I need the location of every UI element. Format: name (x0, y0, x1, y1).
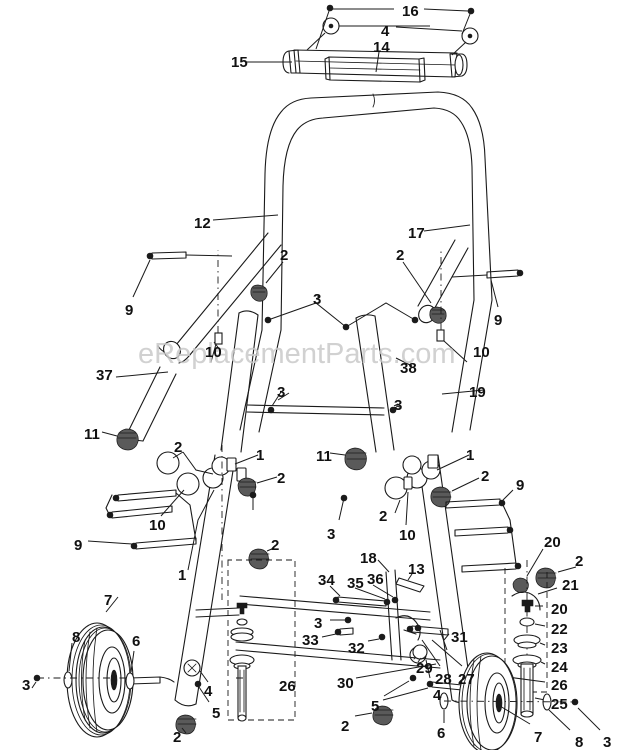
left-wheel-assembly (31, 622, 175, 738)
callout-number: 34 (318, 572, 335, 589)
callout-number: 8 (72, 629, 81, 646)
callout-number: 21 (562, 577, 579, 594)
callout-number: 3 (22, 677, 31, 694)
callout-number: 16 (402, 3, 419, 20)
callout-number: 2 (379, 508, 388, 525)
callout-number: 26 (551, 677, 568, 694)
callout-number: 33 (302, 632, 319, 649)
center-linkage (235, 559, 463, 701)
callout-number: 9 (516, 477, 525, 494)
callout-number: 4 (204, 683, 213, 700)
callout-number: 31 (451, 629, 468, 646)
callout-number: 2 (280, 247, 289, 264)
callout-number: 2 (277, 470, 286, 487)
callout-number: 5 (212, 705, 221, 722)
callout-number: 9 (74, 537, 83, 554)
callout-number: 1 (178, 567, 187, 584)
bolt-9-upper-left (132, 251, 233, 298)
left-diagonal-brace (157, 232, 282, 364)
callout-number: 11 (84, 426, 100, 443)
upper-handle-frame (212, 91, 493, 433)
callout-number: 17 (408, 225, 425, 242)
callout-number: 3 (277, 384, 286, 401)
clip-2-upper-left (250, 261, 284, 302)
callout-number: 27 (458, 671, 475, 688)
callout-number: 2 (271, 537, 280, 554)
callout-number: 4 (433, 687, 442, 704)
callout-number: 6 (132, 633, 141, 650)
callout-number: 19 (469, 384, 486, 401)
callout-number: 10 (149, 517, 166, 534)
callout-number: 3 (394, 397, 403, 414)
callout-number: 1 (466, 447, 475, 464)
callout-number: 2 (173, 729, 182, 746)
callout-number: 10 (473, 344, 490, 361)
callout-number: 2 (396, 247, 405, 264)
callout-number: 24 (551, 659, 568, 676)
callout-number: 2 (481, 468, 490, 485)
left-extension-tube-37 (101, 366, 177, 451)
callout-number: 6 (437, 725, 446, 742)
bolt-9-upper-right (451, 269, 524, 308)
callout-number: 20 (551, 601, 568, 618)
callout-number: 2 (174, 439, 183, 456)
callout-number: 2 (341, 718, 350, 735)
callout-number: 30 (337, 675, 354, 692)
callout-number: 20 (544, 534, 561, 551)
left-hub-cluster (87, 445, 296, 735)
callout-number: 18 (360, 550, 377, 567)
callout-number: 1 (256, 447, 265, 464)
center-panel (220, 296, 419, 453)
callout-number: 13 (408, 561, 425, 578)
callout-number: 28 (435, 671, 452, 688)
spacer-10-upper-left (210, 250, 223, 363)
handle-grip-assembly (247, 4, 479, 83)
callout-number: 22 (551, 621, 568, 638)
callout-number: 12 (194, 215, 211, 232)
callout-number: 3 (314, 615, 323, 632)
spacer-10-upper-right (436, 250, 468, 363)
callout-number: 9 (494, 312, 503, 329)
callout-number: 7 (534, 729, 543, 746)
clip-2-upper-right (402, 261, 447, 324)
callout-number: 3 (603, 734, 612, 751)
callout-number: 25 (551, 696, 568, 713)
callout-number: 15 (231, 54, 248, 71)
misc-leaders (105, 341, 485, 613)
callout-number: 37 (96, 367, 113, 384)
callout-number: 14 (373, 39, 390, 56)
callout-number: 4 (381, 23, 390, 40)
callout-number: 10 (399, 527, 416, 544)
callout-number: 10 (205, 344, 222, 361)
callout-number: 11 (316, 448, 332, 465)
callout-number: 5 (371, 698, 380, 715)
callout-number: 9 (125, 302, 134, 319)
callout-number: 2 (575, 553, 584, 570)
callout-number: 29 (416, 660, 433, 677)
callout-number: 38 (400, 360, 417, 377)
callout-number: 3 (313, 291, 322, 308)
callout-number: 3 (327, 526, 336, 543)
callout-number: 7 (104, 592, 113, 609)
right-wheel-assembly (439, 629, 601, 750)
callout-number: 36 (367, 571, 384, 588)
callout-number: 8 (575, 734, 584, 751)
callout-number: 26 (279, 678, 296, 695)
callout-number: 35 (347, 575, 364, 592)
callout-number: 23 (551, 640, 568, 657)
callout-number: 32 (348, 640, 365, 657)
